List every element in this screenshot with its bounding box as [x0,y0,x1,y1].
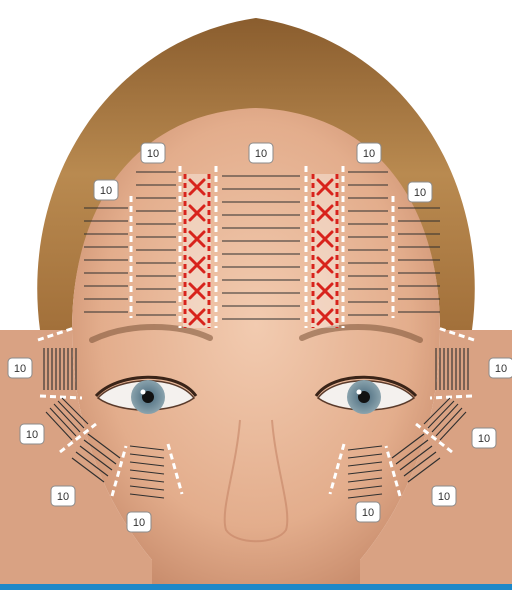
no-go-column-right [311,174,339,328]
label-badge-under-eye-right: 10 [356,502,380,522]
label-badge-forehead-left-inner: 10 [141,143,165,163]
badge-text: 10 [255,148,267,160]
bottom-band [0,584,512,590]
label-badge-crows-left-upper: 10 [8,358,32,378]
badge-text: 10 [133,517,145,529]
label-badge-crows-left-lower: 10 [51,486,75,506]
label-badge-forehead-center: 10 [249,143,273,163]
label-badge-crows-right-middle: 10 [472,428,496,448]
no-go-column-left [183,174,211,328]
badge-text: 10 [14,363,26,375]
badge-text: 10 [438,491,450,503]
label-badge-under-eye-left: 10 [127,512,151,532]
label-badge-forehead-right-inner: 10 [357,143,381,163]
badge-text: 10 [363,148,375,160]
badge-text: 10 [26,429,38,441]
label-badge-forehead-left-outer: 10 [94,180,118,200]
badge-text: 10 [414,187,426,199]
label-badge-crows-right-upper: 10 [489,358,512,378]
badge-text: 10 [495,363,507,375]
label-badge-crows-right-lower: 10 [432,486,456,506]
badge-text: 10 [57,491,69,503]
badge-text: 10 [478,433,490,445]
badge-text: 10 [100,185,112,197]
label-badge-forehead-right-outer: 10 [408,182,432,202]
badge-text: 10 [147,148,159,160]
badge-text: 10 [362,507,374,519]
label-badge-crows-left-middle: 10 [20,424,44,444]
